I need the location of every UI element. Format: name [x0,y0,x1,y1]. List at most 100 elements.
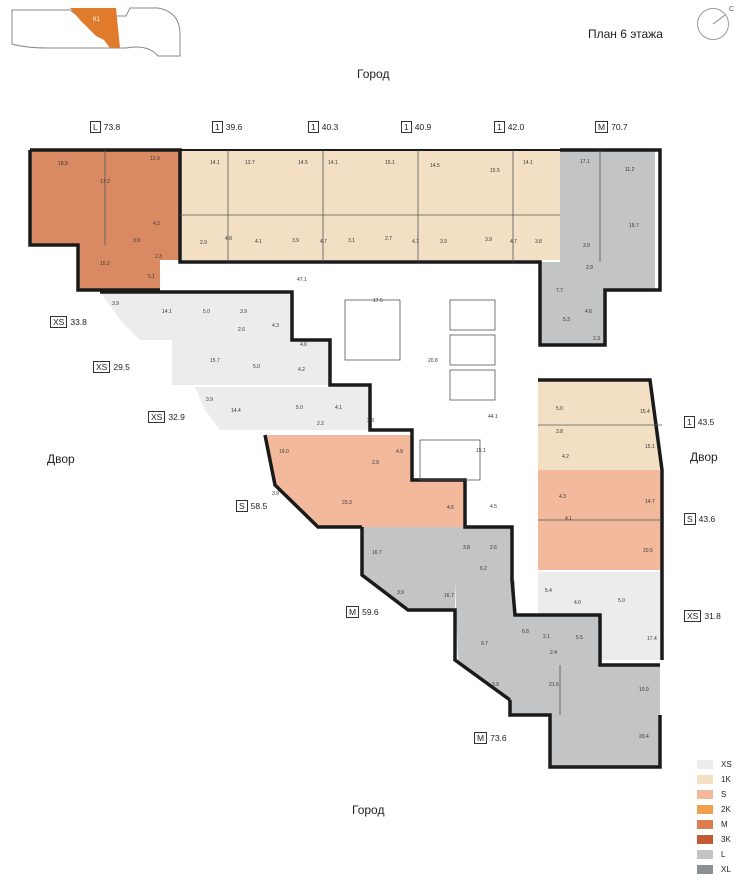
room-area: 15.1 [645,444,655,450]
room-area: 14.1 [162,309,172,315]
room-area: 2.9 [586,265,593,271]
apartment-type: 1 [684,416,695,428]
room-area: 16.7 [444,593,454,599]
legend-swatch [697,820,713,829]
apartment-type: 1 [308,121,319,133]
apartment-m-70-7[interactable] [540,150,655,345]
room-area: 15.4 [640,409,650,415]
room-area: 5.5 [576,635,583,641]
legend-label: 3K [721,835,731,844]
direction-right: Двор [690,450,718,464]
legend-swatch [697,760,713,769]
legend-label: L [721,850,726,859]
room-area: 2.9 [372,460,379,466]
room-area: 2.6 [490,545,497,551]
floor-title: План 6 этажа [588,27,663,41]
room-area: 14.7 [645,499,655,505]
room-area: 19.0 [279,449,289,455]
wall-top-left [30,148,662,347]
apartment-m-73-6[interactable] [455,580,660,715]
room-area: 4.0 [574,600,581,606]
room-area: 15.7 [629,223,639,229]
wall-left-outer [28,150,160,292]
room-area: 17.4 [647,636,657,642]
room-area: 2.4 [550,650,557,656]
apartment-1-40-9[interactable] [370,150,465,260]
room-area: 5.1 [148,274,155,280]
apartment-m-73-6-tail[interactable] [550,715,660,767]
room-area: 14.1 [328,160,338,166]
apartment-area: 31.8 [704,611,721,621]
apartment-area: 43.6 [698,514,716,524]
apartment-type: M [474,732,488,744]
room-area: 21.6 [549,682,559,688]
legend-item-xs: XS [697,757,747,772]
room-area: 16.7 [372,550,382,556]
key-plan-outline: К1 [11,7,181,57]
room-area: 12.0 [150,156,160,162]
apartment-type: XS [93,361,111,373]
apartment-area: 59.6 [362,607,379,617]
room-area: 5.4 [545,588,552,594]
room-area: 4.3 [559,494,566,500]
room-area: 4.2 [562,454,569,460]
apartment-type: XS [684,610,702,622]
corridor-area: 15.1 [476,448,486,454]
apartment-1-40-3[interactable] [275,150,370,260]
apartment-m-59-6[interactable] [362,527,512,610]
apartment-1-39-6[interactable] [180,150,275,260]
legend-label: 2K [721,805,731,814]
room-area: 3.9 [133,238,140,244]
room-area: 2.3 [155,254,162,260]
room-area: 5.0 [618,598,625,604]
legend-swatch [697,775,713,784]
room-area: 6.2 [480,566,487,572]
apartment-xs-32-9[interactable] [195,387,370,430]
room-area: 4.1 [255,239,262,245]
wall-right-wing [538,378,664,660]
room-area: 2.9 [200,240,207,246]
apartment-area: 39.6 [225,122,243,132]
room-area: 4.5 [447,505,454,511]
legend-item-1k: 1K [697,772,747,787]
room-area: 14.5 [298,160,308,166]
legend-label: S [721,790,727,799]
room-area: 17.2 [100,179,110,185]
apartment-xs-29-5[interactable] [172,340,330,385]
apartment-area: 73.6 [490,733,507,743]
apartment-1-42-0[interactable] [465,150,560,260]
corridor-area: 44.1 [488,414,498,420]
room-area: 4.7 [510,239,517,245]
compass-icon [697,8,729,40]
legend-label: XS [721,760,732,769]
apartment-area: 40.3 [321,122,339,132]
legend-swatch [697,790,713,799]
room-area: 3.1 [348,238,355,244]
room-area: 2.1 [543,634,550,640]
legend-label: XL [721,865,731,874]
room-area: 3.9 [112,301,119,307]
apartment-xs-33-8[interactable] [100,292,292,340]
legend-label: M [721,820,728,829]
corridor-area: 17.5 [373,298,383,304]
room-area: 4.1 [565,516,572,522]
room-area: 3.9 [440,239,447,245]
legend-label: 1K [721,775,731,784]
apartment-s-58-5[interactable] [265,435,465,527]
legend-item-2k: 2K [697,802,747,817]
